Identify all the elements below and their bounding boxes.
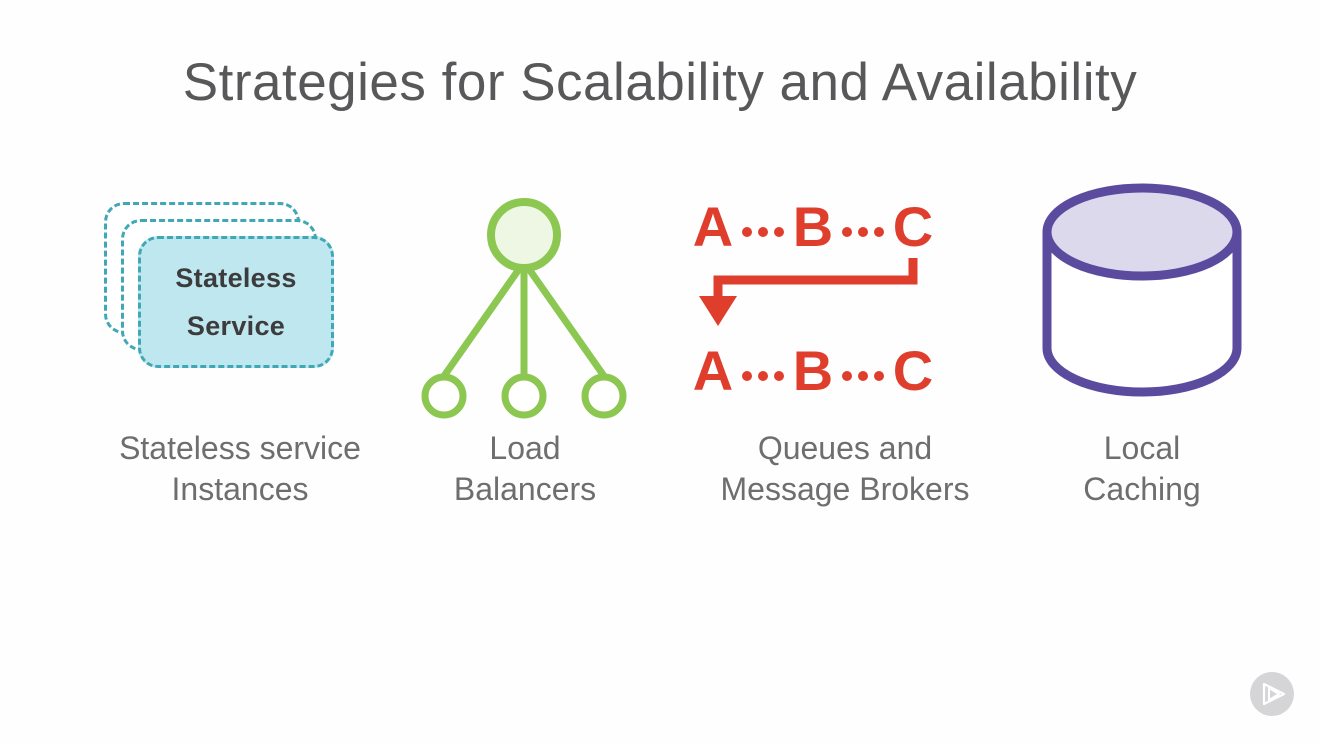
caption-stateless-service: Stateless service Instances xyxy=(80,428,400,510)
lb-leaf-node-2 xyxy=(501,373,547,419)
strategy-item-local-caching: Local Caching xyxy=(982,180,1302,520)
strategy-columns: Stateless Service Stateless service Inst… xyxy=(0,180,1320,520)
caption-load-balancers: Load Balancers xyxy=(365,428,685,510)
stacked-dashed-cards-figure: Stateless Service xyxy=(80,180,400,420)
queue-bottom-letter-b: B xyxy=(793,339,833,402)
caption-line-2: Message Brokers xyxy=(720,471,970,507)
caption-line-1: Local xyxy=(1103,430,1181,466)
lb-edge-left xyxy=(440,258,528,380)
lb-leaf-node-1 xyxy=(421,373,467,419)
queue-loop-arrow xyxy=(699,258,918,326)
caption-queues: Queues and Message Brokers xyxy=(685,428,1005,510)
cylinder-top xyxy=(1042,183,1242,281)
caption-line-1: Stateless service xyxy=(119,430,361,466)
stateless-card-label-line2: Service xyxy=(186,311,286,341)
strategy-item-load-balancers: Load Balancers xyxy=(365,180,685,520)
queue-bottom-letter-a: A xyxy=(693,339,733,402)
caption-line-2: Balancers xyxy=(453,471,597,507)
queue-sequence-svg: A B C A B xyxy=(693,195,933,402)
lb-edge-right xyxy=(520,258,608,380)
caption-line-2: Caching xyxy=(1083,471,1201,507)
stateless-card-label-line1: Stateless xyxy=(175,263,297,293)
stateless-card-front: Stateless Service xyxy=(138,236,334,368)
queue-top-letter-b: B xyxy=(793,195,833,258)
caption-local-caching: Local Caching xyxy=(982,428,1302,510)
page-title: Strategies for Scalability and Availabil… xyxy=(182,53,1138,112)
strategy-item-stateless-service: Stateless Service Stateless service Inst… xyxy=(80,180,400,520)
load-balancer-tree-figure xyxy=(365,180,685,420)
play-triangle-icon xyxy=(1262,682,1286,706)
stateless-card-label: Stateless Service xyxy=(141,239,331,365)
lb-leaf-node-3 xyxy=(581,373,627,419)
lb-root-node xyxy=(487,198,561,272)
caption-line-1: Load xyxy=(489,430,561,466)
database-cylinder-svg xyxy=(1042,183,1242,397)
queue-sequence-figure: A B C A B xyxy=(685,180,1005,420)
load-balancer-svg xyxy=(421,198,627,419)
queue-top-letter-c: C xyxy=(893,195,933,258)
queue-bottom-letter-c: C xyxy=(893,339,933,402)
strategy-item-queues: A B C A B xyxy=(685,180,1005,520)
queue-bottom-separators xyxy=(742,371,884,381)
database-cylinder-figure xyxy=(982,180,1302,420)
caption-line-2: Instances xyxy=(171,471,309,507)
caption-line-1: Queues and xyxy=(757,430,933,466)
pluralsight-watermark xyxy=(1250,672,1294,716)
queue-top-separators xyxy=(742,227,884,237)
queue-top-letter-a: A xyxy=(693,195,733,258)
